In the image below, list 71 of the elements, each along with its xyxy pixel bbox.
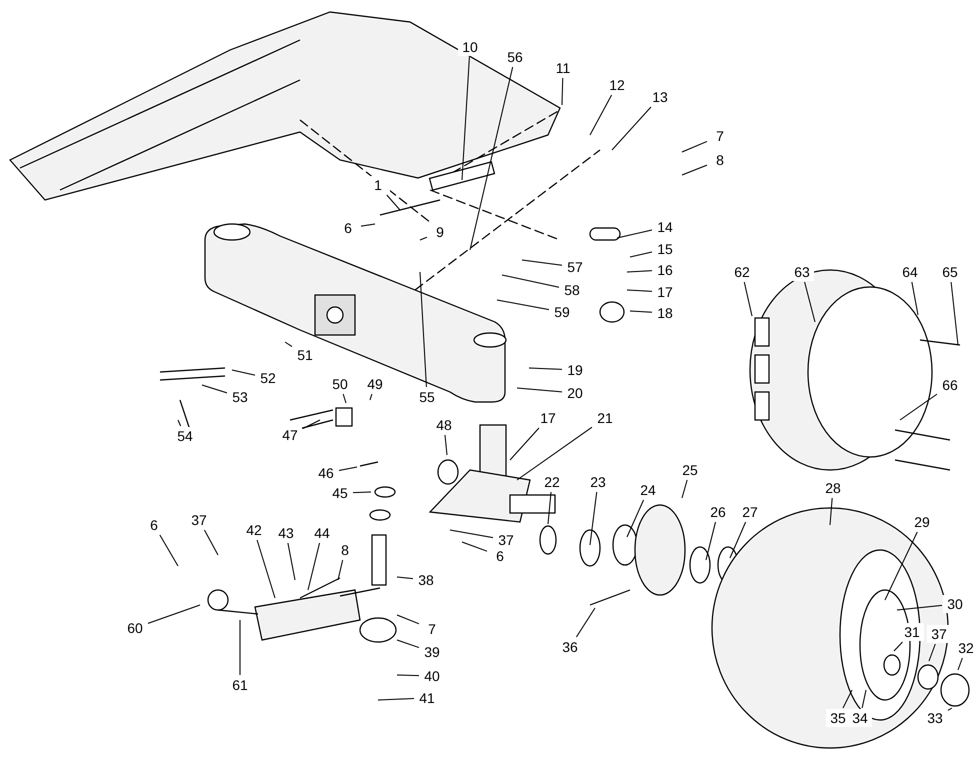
leader-line [302, 420, 320, 429]
leader-line [450, 530, 494, 538]
leader-line [338, 466, 358, 471]
leader-line [928, 644, 936, 662]
leader-line [338, 560, 344, 580]
leader-line [590, 94, 612, 136]
leader-line [342, 394, 346, 404]
leader-line [950, 282, 958, 346]
leader-line [308, 542, 320, 590]
leader-line [706, 522, 716, 560]
leader-line [894, 642, 904, 652]
leader-line [396, 640, 420, 648]
leader-line [576, 608, 596, 638]
leader-line [444, 434, 448, 456]
leader-line [178, 420, 182, 426]
leader-line [626, 270, 652, 272]
leader-line [626, 290, 652, 292]
leader-line [590, 492, 598, 546]
leader-line [360, 224, 376, 227]
leader-line [516, 388, 562, 392]
leader-line [378, 698, 414, 700]
leader-line [510, 428, 540, 460]
leader-line [396, 576, 414, 580]
leader-line [842, 690, 852, 708]
leader-line [284, 342, 292, 348]
leader-line [630, 310, 652, 313]
leader-line [958, 658, 963, 670]
leader-line [528, 368, 562, 370]
leader-line [744, 282, 752, 316]
leader-line [830, 498, 833, 526]
leader-line [516, 426, 592, 480]
callout-number: 34 [848, 709, 872, 727]
leader-line [502, 274, 560, 288]
leader-line [616, 229, 652, 238]
leader-line [626, 500, 644, 538]
leader-line [548, 492, 552, 524]
leader-line [896, 604, 942, 610]
leader-line [612, 106, 652, 150]
leader-line [522, 260, 562, 266]
callout-number: 37 [927, 625, 951, 643]
leader-line [884, 532, 918, 600]
leader-line [256, 540, 276, 598]
leader-line [562, 78, 564, 106]
leader-line [462, 542, 488, 552]
leader-line [682, 164, 708, 176]
leader-line [682, 140, 708, 152]
leader-line [496, 300, 550, 310]
leader-line [730, 522, 746, 558]
leader-line [159, 534, 178, 566]
leader-line [948, 708, 952, 711]
leader-line [232, 370, 256, 376]
leader-line [911, 282, 918, 316]
leader-line [386, 194, 400, 210]
leader-line [396, 614, 420, 624]
leader-line [352, 492, 372, 494]
leader-line [682, 480, 688, 498]
leader-line [370, 394, 372, 400]
leader-line [804, 282, 816, 322]
leader-line [148, 604, 200, 624]
leader-line [204, 530, 218, 556]
leader-line [630, 251, 652, 258]
leader-line [202, 384, 228, 394]
leader-line [470, 66, 514, 250]
leader-line [462, 56, 470, 180]
leader-line [862, 690, 866, 708]
callout-number: 35 [826, 709, 850, 727]
leader-line [396, 674, 420, 676]
leader-line [900, 394, 938, 420]
leader-line [287, 542, 296, 580]
leader-line [420, 272, 427, 388]
leader-line [420, 236, 428, 240]
